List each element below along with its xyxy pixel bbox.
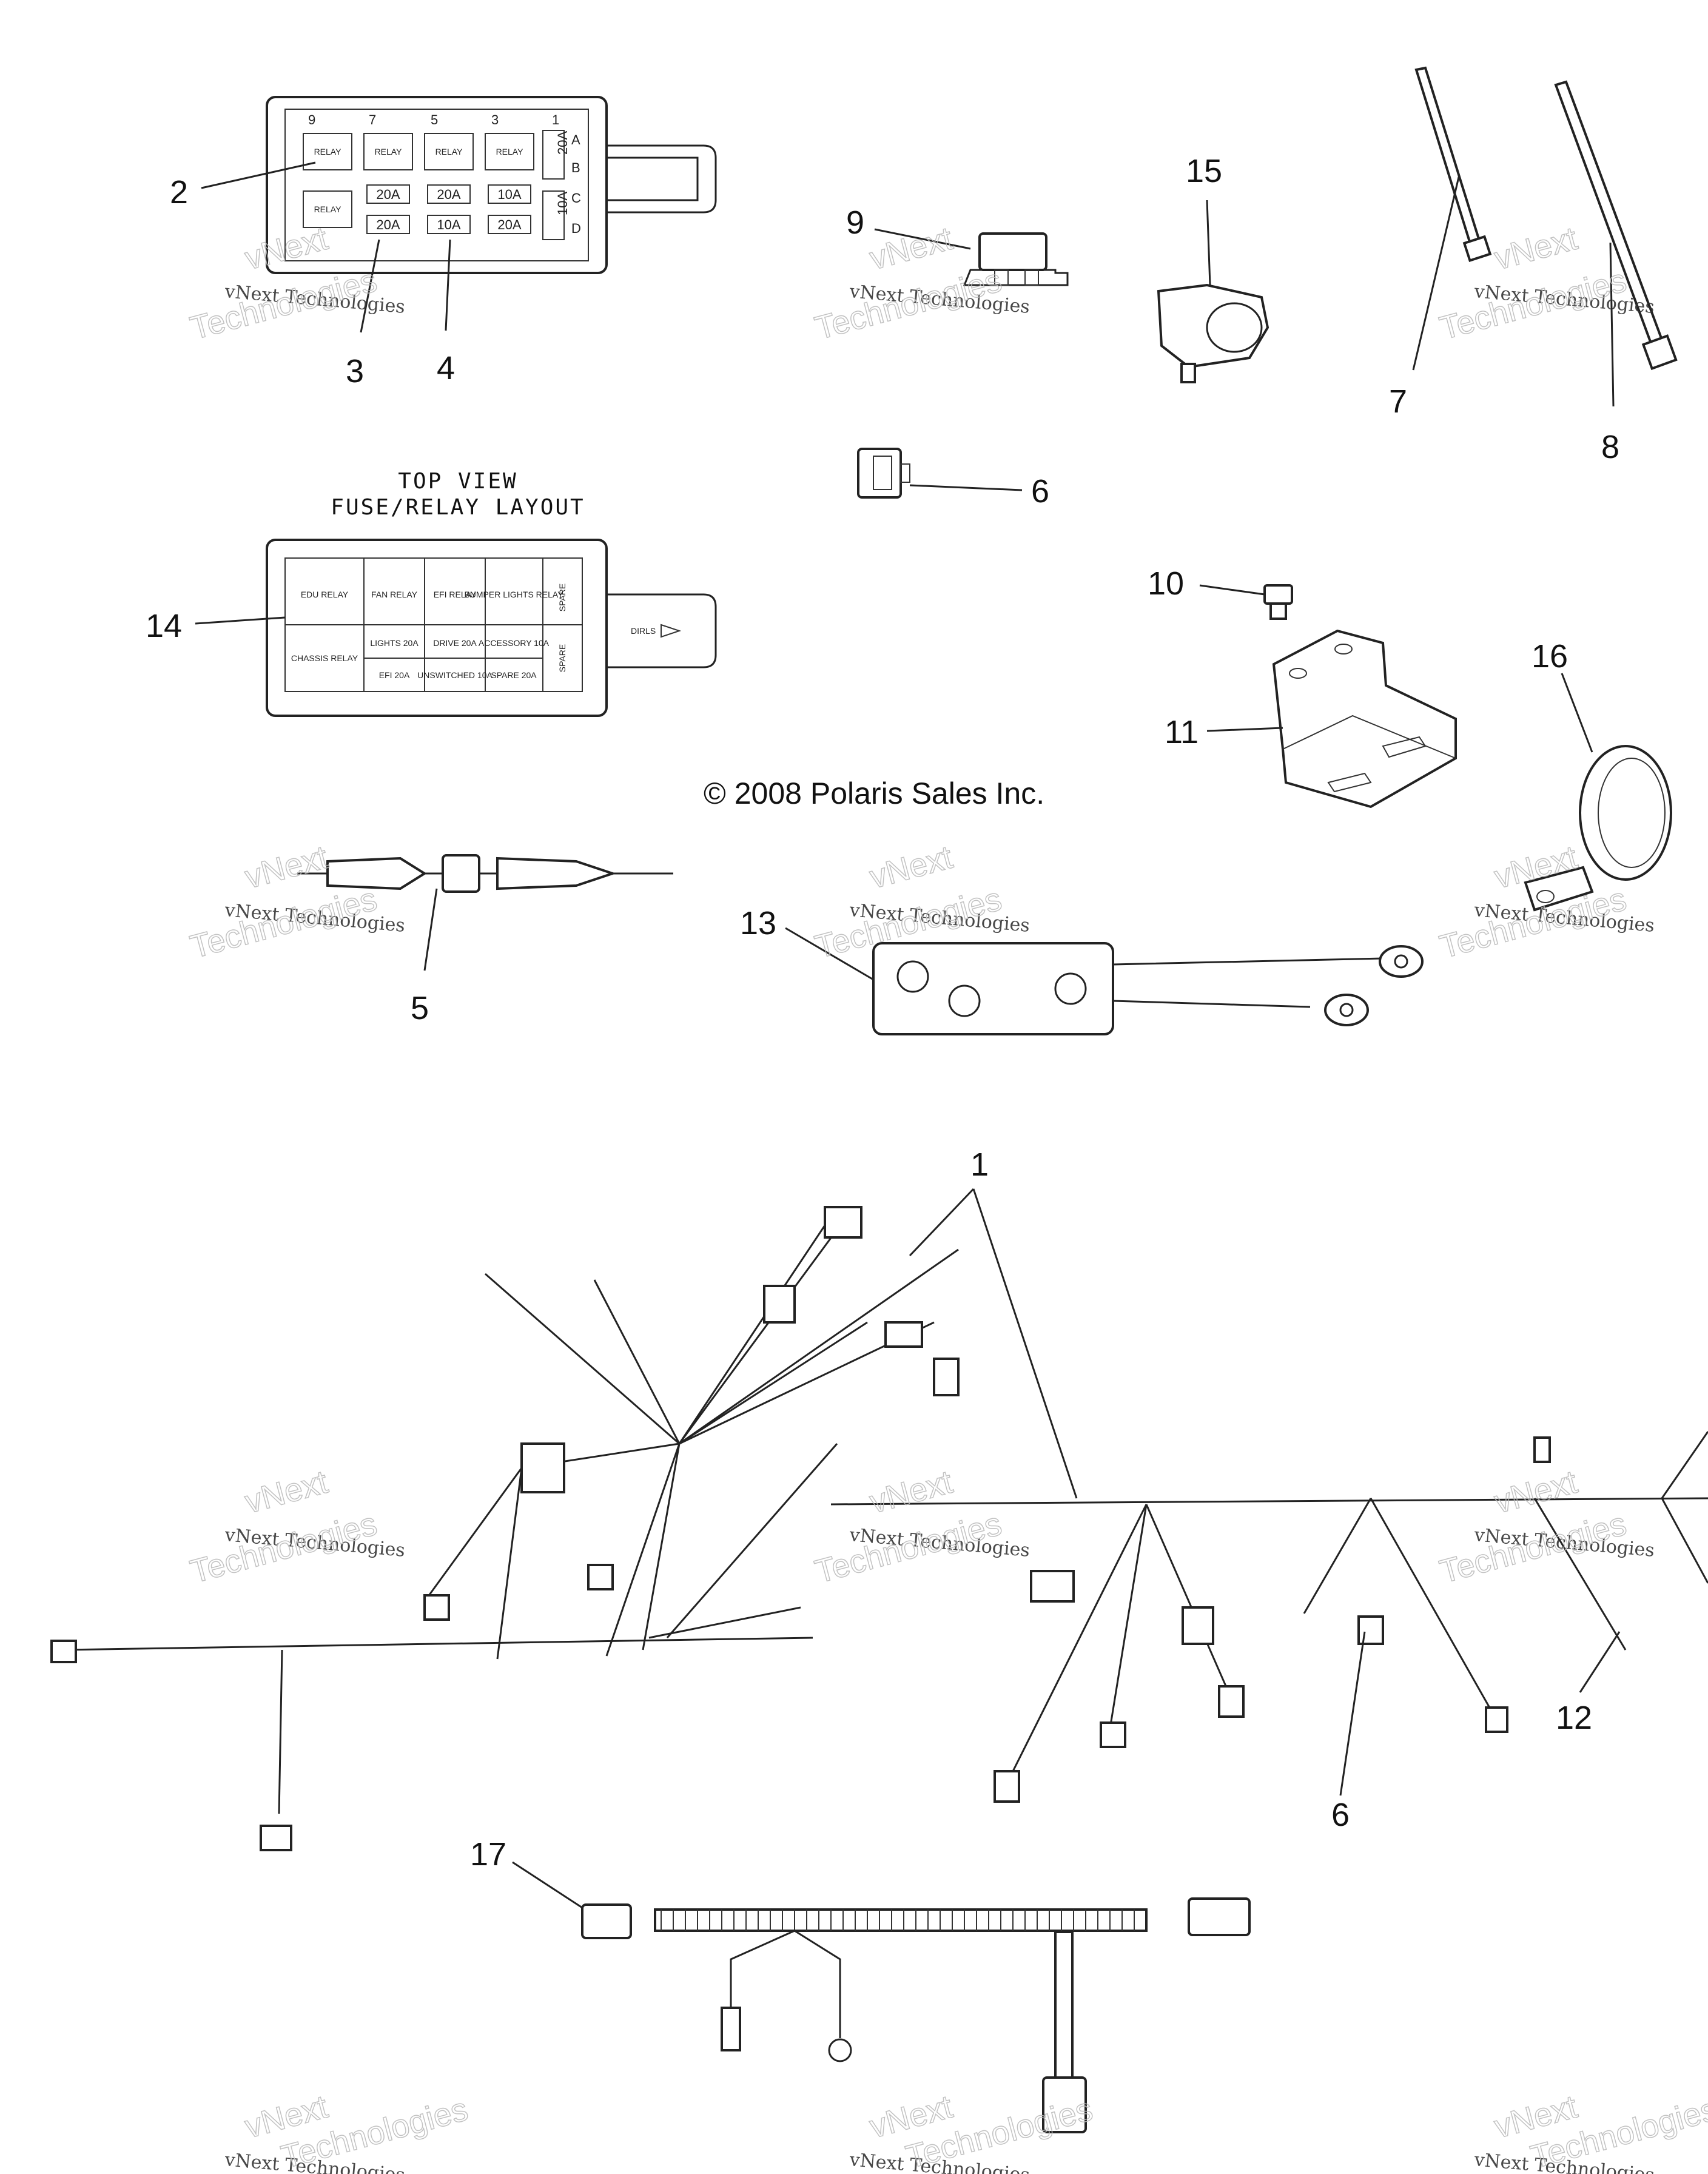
callout-14: 14 <box>146 608 182 644</box>
cable-tie-7 <box>1414 66 1492 263</box>
callout-6a: 6 <box>1031 473 1049 510</box>
row-label: B <box>571 160 580 175</box>
layout-arrow-label: DIRLS <box>631 626 656 636</box>
watermark-text: vNext <box>866 839 957 896</box>
watermark-text: Technologies <box>187 1506 381 1590</box>
relay-label: RELAY <box>375 147 403 156</box>
callout-8: 8 <box>1601 429 1619 465</box>
callout-15: 15 <box>1186 153 1222 189</box>
layout-subheader: FUSE/RELAY LAYOUT <box>331 495 585 520</box>
callout-7: 7 <box>1389 383 1407 420</box>
callout-17: 17 <box>470 1836 506 1873</box>
callout-3: 3 <box>346 353 364 389</box>
copyright-notice: © 2008 Polaris Sales Inc. <box>704 776 1044 810</box>
watermark-text: Technologies <box>1436 1506 1630 1590</box>
callout-2: 2 <box>170 174 188 210</box>
layout-cell: SPARE <box>557 644 567 672</box>
callout-12: 12 <box>1556 1700 1592 1736</box>
callout-9: 9 <box>846 204 864 241</box>
callout-16: 16 <box>1531 638 1568 675</box>
callout-4: 4 <box>437 350 455 386</box>
fuse-relay-layout: EDU RELAY FAN RELAY EFI RELAY BUMPER LIG… <box>266 539 717 717</box>
callout-1: 1 <box>970 1146 989 1183</box>
cable-tie-8 <box>1554 80 1678 371</box>
connector-15 <box>1157 283 1269 383</box>
layout-cell: EFI RELAY <box>434 590 477 599</box>
watermark-text: Technologies <box>187 881 381 966</box>
watermark-text: vNext <box>1491 1464 1581 1521</box>
callout-13: 13 <box>740 905 776 941</box>
layout-cell: LIGHTS 20A <box>370 638 419 648</box>
fuse-rating: 20A <box>376 217 400 232</box>
layout-cell: DRIVE 20A <box>433 638 477 648</box>
column-label: 1 <box>552 112 559 127</box>
watermark-text: vNext <box>866 220 957 277</box>
relay-label: RELAY <box>435 147 463 156</box>
row-label: C <box>571 190 581 206</box>
relay-label: RELAY <box>496 147 524 156</box>
column-label: 7 <box>369 112 376 127</box>
watermark-text: Technologies <box>1436 262 1630 347</box>
fuse-rating: 20A <box>437 187 460 202</box>
clamp-16 <box>1524 745 1672 912</box>
fuse-rating: 10A <box>497 187 521 202</box>
layout-cell: CHASSIS RELAY <box>291 653 358 663</box>
bracket-11 <box>1272 629 1457 809</box>
small-connector-6 <box>857 448 910 499</box>
column-label: 5 <box>431 112 438 127</box>
layout-cell: FAN RELAY <box>371 590 418 599</box>
callout-5: 5 <box>411 990 429 1026</box>
fuse-box-side-view: 9 7 5 3 1 RELAY RELAY RELAY RELAY RELAY … <box>266 96 717 274</box>
layout-cell: BUMPER LIGHTS RELAY <box>464 590 563 599</box>
circuit-breaker <box>963 232 1069 286</box>
column-label: 9 <box>308 112 315 127</box>
watermark-text: Technologies <box>187 262 381 347</box>
callout-6b: 6 <box>1331 1797 1350 1833</box>
watermark-text: vNext <box>1491 220 1581 277</box>
fuse-rating: 10A <box>555 192 570 215</box>
fuse-rating: 20A <box>376 187 400 202</box>
column-label: 3 <box>491 112 499 127</box>
callout-10: 10 <box>1148 565 1184 602</box>
layout-header: TOP VIEW <box>398 469 517 494</box>
layout-cell: UNSWITCHED 10A <box>417 670 493 680</box>
fuse-rating: 20A <box>497 217 521 232</box>
relay-label: RELAY <box>314 147 342 156</box>
inline-fuse-holder-5 <box>297 854 673 893</box>
fuse-rating: 10A <box>437 217 460 232</box>
main-wiring-harness <box>50 1206 1708 1851</box>
layout-cell: ACCESSORY 10A <box>479 638 550 648</box>
layout-cell: SPARE <box>557 584 567 611</box>
layout-cell: EDU RELAY <box>301 590 349 599</box>
watermark-text: vNext <box>241 1464 332 1521</box>
layout-cell: SPARE 20A <box>491 670 537 680</box>
sub-harness-17 <box>581 1897 1251 2133</box>
bolt-10 <box>1263 584 1293 620</box>
watermark-text: Technologies <box>812 1506 1006 1590</box>
row-label: A <box>571 132 580 147</box>
callout-11: 11 <box>1165 714 1199 750</box>
ground-block-13 <box>872 942 1424 1035</box>
row-label: D <box>571 221 581 236</box>
watermark-text: vNext <box>866 1464 957 1521</box>
fuse-rating: 20A <box>555 131 570 155</box>
layout-cell: EFI 20A <box>379 670 410 680</box>
relay-label: RELAY <box>314 204 342 214</box>
watermark-text: vNext <box>241 839 332 896</box>
watermark-text: Technologies <box>812 262 1006 347</box>
